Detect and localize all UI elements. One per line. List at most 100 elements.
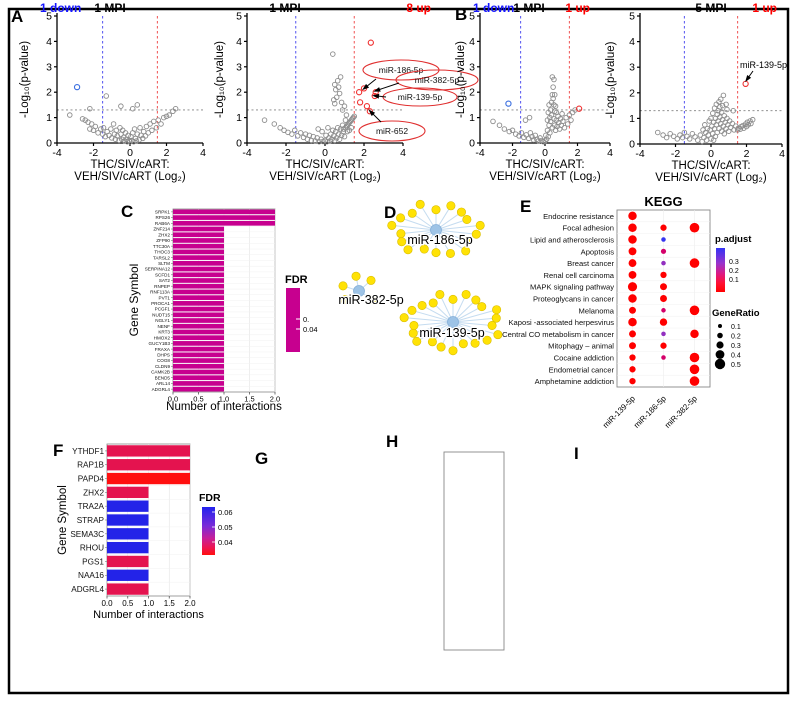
gene-label: NGLY1 — [155, 318, 170, 323]
gene-label: ADGRL4 — [152, 387, 171, 392]
gene-label: ARL14 — [156, 381, 170, 386]
svg-text:-4: -4 — [635, 148, 644, 160]
pathway-label: Breast cancer — [567, 259, 614, 268]
svg-text:4: 4 — [629, 36, 635, 48]
x-axis-label-2: VEH/SIV/cART (Log₂) — [655, 172, 767, 184]
svg-text:4: 4 — [200, 147, 206, 159]
gene-label: PCGF1 — [155, 307, 171, 312]
pathway-label: Proteoglycans in cancer — [533, 295, 615, 304]
pathway-label: Renal cell carcinoma — [544, 271, 615, 280]
pathway-label: Mitophagy – animal — [548, 342, 614, 351]
svg-text:0.0: 0.0 — [101, 599, 113, 608]
mirna-network-label: miR-382-5p — [338, 293, 403, 307]
legend-title: FDR — [285, 274, 308, 286]
gene-label: DHPS — [157, 352, 170, 357]
svg-text:2: 2 — [46, 87, 52, 99]
svg-text:0: 0 — [469, 138, 475, 150]
legend-title: p.adjust — [715, 234, 752, 245]
svg-text:-4: -4 — [475, 147, 484, 159]
legend-tick: 0.3 — [731, 343, 741, 350]
svg-text:1: 1 — [469, 112, 475, 124]
gene-label: ADGRL4 — [71, 585, 104, 594]
gene-label: RAP1B — [77, 461, 104, 470]
svg-text:-4: -4 — [52, 147, 61, 159]
panel-label-d: D — [384, 203, 397, 222]
svg-text:1: 1 — [629, 113, 635, 125]
svg-text:4: 4 — [400, 147, 406, 159]
svg-text:1: 1 — [236, 112, 242, 124]
count-up-label: 1 up — [565, 1, 590, 15]
bar-chart-c: SRPK1RPS26RAB6AZNF214ZHX2ZFP90TTC30ATHOC… — [127, 208, 318, 413]
y-axis-label: -Log₁₀(p-value) — [214, 41, 226, 118]
x-axis-label-1: THC/SIV/cART: — [671, 160, 750, 172]
mirna-column-label: miR-382-5p — [663, 394, 699, 430]
gene-label: BEND5 — [155, 375, 171, 380]
legend-tick: 0.1 — [729, 277, 739, 284]
gene-label: PROCA1 — [151, 301, 170, 306]
gene-label: RNPEP — [154, 284, 170, 289]
gene-label: SCFD1 — [155, 272, 171, 277]
svg-text:2: 2 — [469, 87, 475, 99]
gene-label: COG8 — [157, 358, 170, 363]
svg-text:5: 5 — [629, 11, 635, 23]
pathway-label: Focal adhesion — [562, 224, 614, 233]
gene-label: NAA16 — [78, 571, 104, 580]
gene-label: RAB6A — [155, 221, 171, 226]
svg-text:-4: -4 — [242, 147, 251, 159]
x-axis-label: Number of interactions — [93, 609, 204, 621]
pathway-label: Lipid and atherosclerosis — [530, 236, 614, 245]
svg-text:0: 0 — [629, 139, 635, 151]
svg-text:2: 2 — [164, 147, 170, 159]
svg-text:1.5: 1.5 — [164, 599, 176, 608]
svg-text:2.0: 2.0 — [184, 599, 196, 608]
svg-text:3: 3 — [46, 61, 52, 73]
gene-label: FRAXA — [155, 347, 171, 352]
gene-label: RPS26 — [155, 215, 170, 220]
legend-tick: 0.06 — [218, 508, 233, 517]
gene-label: ZHX2 — [83, 488, 104, 497]
y-axis-label: Gene Symbol — [127, 264, 141, 337]
gene-label: ZNF214 — [153, 227, 170, 232]
x-axis-label-1: THC/SIV/cART: — [505, 159, 584, 171]
count-down-label: 1 down — [40, 1, 81, 15]
svg-text:0.5: 0.5 — [193, 395, 203, 404]
svg-text:2: 2 — [629, 87, 635, 99]
gene-label: PVT1 — [159, 295, 171, 300]
svg-text:5: 5 — [469, 11, 475, 23]
legend-tick: 0. — [303, 315, 309, 324]
y-axis-label: -Log₁₀(p-value) — [19, 41, 31, 118]
count-down-label: 1 down — [473, 1, 514, 15]
svg-text:0: 0 — [708, 148, 714, 160]
timepoint-label: 1 MPI — [94, 1, 125, 15]
mirna-network-label: miR-139-5p — [419, 326, 484, 340]
svg-text:4: 4 — [46, 36, 52, 48]
gene-label: SERPINA12 — [145, 267, 171, 272]
x-axis-label-2: VEH/SIV/cART (Log₂) — [74, 171, 186, 183]
pathway-label: Apoptosis — [581, 247, 615, 256]
y-axis-label: -Log₁₀(p-value) — [605, 41, 617, 118]
svg-text:4: 4 — [607, 147, 613, 159]
gene-label: TARSL2 — [153, 255, 170, 260]
gene-label: THOC3 — [154, 250, 170, 255]
svg-text:0: 0 — [46, 138, 52, 150]
gene-label: PAPD4 — [78, 474, 105, 483]
count-up-label: 1 up — [752, 1, 777, 15]
gene-label: RNF113A — [150, 290, 171, 295]
svg-text:3: 3 — [469, 61, 475, 73]
y-axis-label: Gene Symbol — [57, 485, 69, 555]
svg-text:-2: -2 — [89, 147, 98, 159]
panel-label-e: E — [520, 197, 532, 216]
gene-label: GUCY1B3 — [149, 341, 171, 346]
panel-label-b: B — [455, 5, 468, 24]
gene-label: SRPK1 — [155, 210, 171, 215]
gene-label: SLTM — [158, 261, 170, 266]
pathway-label: Cocaine addiction — [554, 354, 614, 363]
legend-tick: 0.4 — [731, 353, 741, 360]
panel-label-h: H — [386, 432, 399, 451]
gene-label: PGS1 — [82, 557, 104, 566]
gene-label: STRAP — [77, 516, 105, 525]
svg-text:4: 4 — [469, 36, 475, 48]
